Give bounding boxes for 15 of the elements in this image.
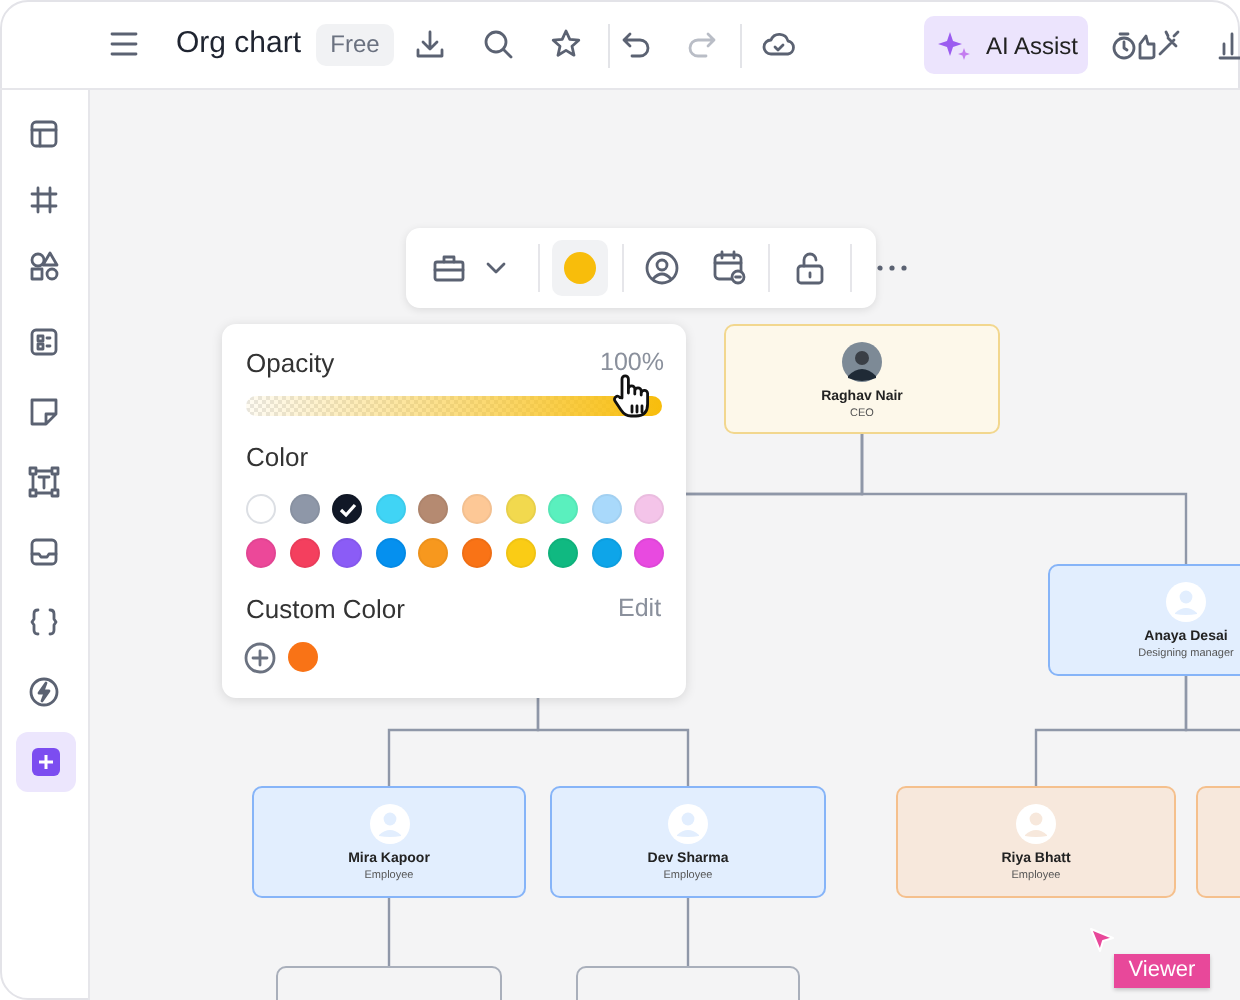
section-heading: Custom Color [246,594,405,624]
section-heading: Color [246,442,309,472]
employee-card [896,786,1176,898]
employee-card [550,786,826,898]
section-heading: Opacity [246,348,335,378]
user-badge: Viewer [1114,954,1210,988]
plan-badge: Free [316,24,394,66]
ai-assist-button: AI Assist [924,16,1088,74]
document-title: Org chart [176,26,302,60]
edit-link: Edit [618,594,662,622]
opacity-value: 100% [600,348,664,376]
connector-line [686,898,690,966]
connector-line [387,898,391,966]
employee-card [252,786,526,898]
employee-card [724,324,1000,434]
